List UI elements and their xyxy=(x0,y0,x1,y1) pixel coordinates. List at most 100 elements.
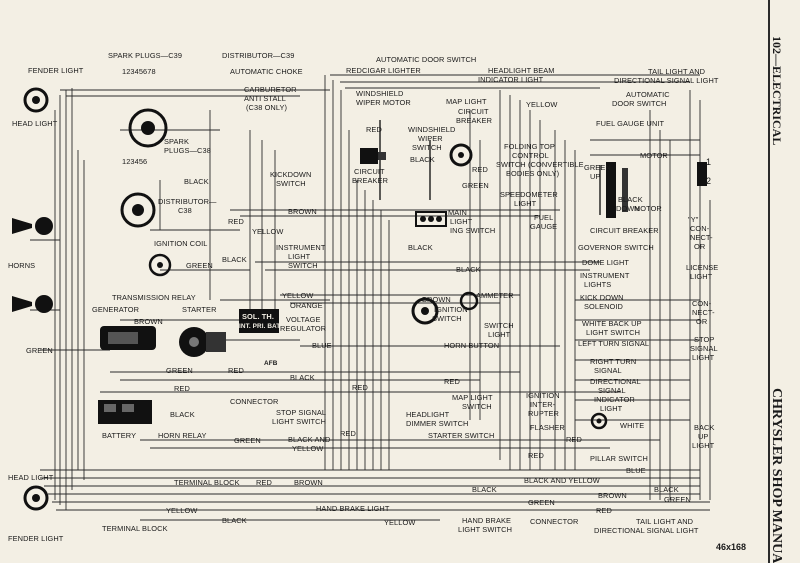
label-dir-ind-1: DIRECTIONAL xyxy=(590,377,641,386)
label-carb-3: (C38 ONLY) xyxy=(246,103,288,112)
main-lighting-switch-icon xyxy=(415,211,447,227)
label-num-1: 1 xyxy=(706,157,712,167)
label-automatic-choke: AUTOMATIC CHOKE xyxy=(230,67,303,76)
label-red-2: RED xyxy=(228,366,244,375)
label-black-and-yellow-right: BLACK AND YELLOW xyxy=(524,476,600,485)
label-kickdown-switch-2: SWITCH xyxy=(276,179,306,188)
label-folding-top-4: (CONVERTIBLE xyxy=(528,160,584,169)
label-ign-int-2: INTER- xyxy=(530,400,556,409)
label-hand-brake-2-2: LIGHT SWITCH xyxy=(458,525,513,534)
battery-icon xyxy=(98,400,152,424)
label-hand-brake-light-1: HAND BRAKE LIGHT xyxy=(316,504,390,513)
voltage-regulator-icon xyxy=(239,309,279,333)
label-speedometer-2: LIGHT xyxy=(514,199,537,208)
label-distributor-c38-2: C38 xyxy=(178,206,192,215)
manual-title: CHRYSLER SHOP MANUA xyxy=(769,388,784,563)
label-green-2: GREEN xyxy=(166,366,193,375)
label-brown-mid: BROWN xyxy=(288,207,317,216)
label-tail-top-1: TAIL LIGHT AND xyxy=(648,67,706,76)
label-y-conn-1: "Y" xyxy=(688,215,699,224)
label-tail-bottom-1: TAIL LIGHT AND xyxy=(636,517,694,526)
label-headlight-dimmer-1: HEADLIGHT xyxy=(406,410,450,419)
label-yellow-hb: YELLOW xyxy=(384,518,416,527)
label-circuit-breaker-mid-2: BREAKER xyxy=(352,176,389,185)
label-black-hb: BLACK xyxy=(472,485,497,494)
label-generator: GENERATOR xyxy=(92,305,140,314)
label-yellow-top: YELLOW xyxy=(526,100,558,109)
label-black-1: BLACK xyxy=(184,177,209,186)
label-pillar-switch: PILLAR SWITCH xyxy=(590,454,648,463)
label-headlight-beam-2: INDICATOR LIGHT xyxy=(478,75,544,84)
label-carb-2: ANTI STALL xyxy=(244,94,286,103)
label-right-turn-2: SIGNAL xyxy=(594,366,622,375)
label-tail-bottom-2: DIRECTIONAL SIGNAL LIGHT xyxy=(594,526,699,535)
label-circuit-breaker-top-1: CIRCUIT xyxy=(458,107,489,116)
label-back-up-1: BACK xyxy=(694,423,715,432)
label-spark-numbers-c38: 123456 xyxy=(122,157,148,166)
label-green-mid: GREEN xyxy=(462,181,489,190)
label-headlight-beam-1: HEADLIGHT BEAM xyxy=(488,66,555,75)
label-spark-plugs-c38-1: SPARK xyxy=(164,137,190,146)
label-green-3: GREEN xyxy=(234,436,261,445)
label-brown-ign: BROWN xyxy=(422,295,451,304)
label-right-turn-1: RIGHT TURN xyxy=(590,357,637,366)
label-red-3: RED xyxy=(174,384,190,393)
label-back-up-3: LIGHT xyxy=(692,441,715,450)
label-y-conn-3: NECT- xyxy=(690,233,713,242)
starter-icon xyxy=(179,327,226,357)
generator-icon xyxy=(100,326,156,350)
label-connector-bottom: CONNECTOR xyxy=(530,517,579,526)
label-main-lighting-3: ING SWITCH xyxy=(450,226,496,235)
label-motor-2: MOTOR xyxy=(634,204,662,213)
label-kick-down-sol-2: SOLENOID xyxy=(584,302,623,311)
label-folding-top-2: CONTROL xyxy=(512,151,549,160)
label-int-pri-bat: INT. PRI. BAT. xyxy=(239,323,282,330)
label-horns: HORNS xyxy=(8,261,36,270)
page-edge xyxy=(768,0,770,563)
label-white-backup-1: WHITE BACK UP xyxy=(582,319,642,328)
label-black-bottom: BLACK xyxy=(222,516,247,525)
label-stop-sig-light-2: SIGNAL xyxy=(690,344,718,353)
label-head-light-top: HEAD LIGHT xyxy=(12,119,58,128)
label-num-2: 2 xyxy=(706,176,712,186)
fuel-gauge-unit-icon xyxy=(697,162,707,186)
label-ignition-coil: IGNITION COIL xyxy=(154,239,208,248)
label-ammeter: AMMETER xyxy=(476,291,514,300)
label-switch-light-1: SWITCH xyxy=(484,321,514,330)
label-voltage-reg-1: VOLTAGE xyxy=(286,315,321,324)
distributor-c38-icon xyxy=(120,192,156,228)
label-green-up-1: GREEN xyxy=(584,163,611,172)
label-spark-plugs-c39: SPARK PLUGS—C39 xyxy=(108,51,183,60)
top-motor-icon xyxy=(606,162,628,218)
label-windshield-wiper-motor-2: WIPER MOTOR xyxy=(356,98,411,107)
label-dir-ind-2: SIGNAL xyxy=(598,386,626,395)
label-connector-mid: CONNECTOR xyxy=(230,397,279,406)
distributor-c39-icon xyxy=(128,108,168,148)
label-carb-1: CARBURETOR xyxy=(244,85,297,94)
label-green-1: GREEN xyxy=(186,261,213,270)
label-y-conn-4: OR xyxy=(694,242,706,251)
horn-upper-icon xyxy=(12,217,53,235)
label-circuit-breaker-mid-1: CIRCUIT xyxy=(354,167,385,176)
head-light-bottom-icon xyxy=(23,485,49,511)
label-instrument-light-3: SWITCH xyxy=(288,261,318,270)
head-light-top-icon xyxy=(23,87,49,113)
label-white-backup-2: LIGHT SWITCH xyxy=(586,328,641,337)
label-ign-int-1: IGNITION xyxy=(526,391,560,400)
label-dir-ind-3: INDICATOR xyxy=(594,395,635,404)
label-red-bottom: RED xyxy=(256,478,272,487)
label-black-yellow-2: YELLOW xyxy=(292,444,324,453)
label-horn-relay: HORN RELAY xyxy=(158,431,207,440)
label-ww-switch-1: WINDSHIELD xyxy=(408,125,456,134)
label-y-conn-2: CON- xyxy=(690,224,710,233)
label-map-light-mid-1: MAP LIGHT xyxy=(452,393,493,402)
label-black-down-2: DOWN xyxy=(616,204,640,213)
label-red-ww2: RED xyxy=(472,165,488,174)
label-green-left: GREEN xyxy=(26,346,53,355)
label-governor-switch: GOVERNOR SWITCH xyxy=(578,243,654,252)
label-green-up-2: UP xyxy=(590,172,601,181)
label-license-2: LIGHT xyxy=(690,272,713,281)
label-hand-brake-2-1: HAND BRAKE xyxy=(462,516,512,525)
label-stop-sig-light-1: STOP xyxy=(694,335,715,344)
label-instrument-light-2: LIGHT xyxy=(288,252,311,261)
